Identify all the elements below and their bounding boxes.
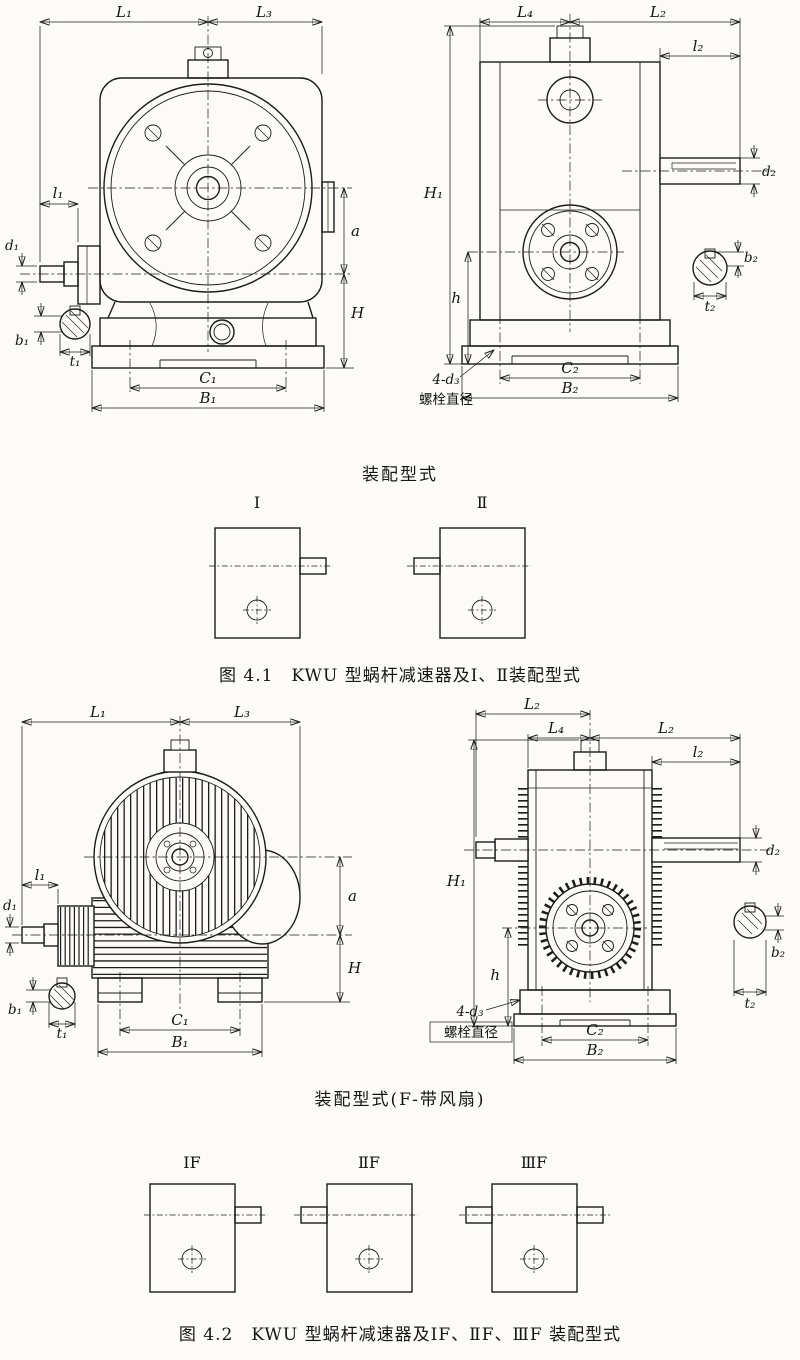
bolt-note-d3: 4-d₃ [431,372,459,388]
assembly-type-label: Ⅱ [477,493,488,512]
gearbox-body [214,527,301,639]
dim-label-H1: H₁ [423,184,443,202]
dimensions: L₂ L₄ L₂ l₂ H₁ h d₂ b₂ t₂ C₂ B₂ [429,695,785,1064]
housing-outline [461,25,741,365]
dim-label-b1: b₁ [15,333,29,349]
dim-label-a: a [351,222,360,240]
dim-label-C2: C₂ [561,359,579,377]
housing-outline [39,46,335,369]
gearbox-body [439,527,526,639]
dim-label-b1: b₁ [8,1002,22,1018]
figure-caption-4-1: 图 4.1 KWU 型蜗杆减速器及Ⅰ、Ⅱ装配型式 [218,666,581,686]
assembly-diagram-type-1F: ⅠF [144,1153,268,1293]
dimensions: L₄ L₂ l₂ H₁ h d₂ b₂ t₂ C₂ B₂ 4-d₃ 螺栓直径 [419,3,776,408]
dim-label-L1: L₁ [89,703,106,721]
assembly-type-label: ⅢF [521,1153,548,1172]
dim-label-d1: d₁ [5,238,19,254]
dim-label-t2: t₂ [745,996,756,1012]
assembly-type-label: ⅠF [183,1153,200,1172]
dimensions: L₁ L₃ l₁ d₁ a H C₁ B₁ b₁ t₁ [5,3,365,412]
shaft-section-detail [733,902,767,939]
dim-label-L1: L₁ [115,3,132,21]
assembly-diagram-type-2F: ⅡF [294,1153,418,1293]
bolt-note-d3: 4-d₃ [455,1004,483,1020]
housing-outline [475,739,741,1027]
assembly-heading-fig42: 装配型式(F-带风扇) [314,1090,486,1110]
dim-label-H: H [347,959,362,977]
dim-label-B2: B₂ [585,1041,603,1059]
dim-label-l2: l₂ [693,743,704,761]
dim-label-L3: L₃ [233,703,250,721]
shaft-stub-left [465,1206,493,1224]
dim-label-h: h [451,289,461,307]
dim-label-l1: l₁ [53,184,64,202]
dim-label-L2: L₂ [657,719,674,737]
fig42-side-view-drawing: L₂ L₄ L₂ l₂ H₁ h d₂ b₂ t₂ C₂ B₂ [429,695,785,1064]
dim-label-d2: d₂ [766,843,780,859]
dim-label-L4: L₄ [547,719,564,737]
dim-label-C2: C₂ [586,1021,604,1039]
shaft-section-detail [59,305,91,340]
assembly-diagram-type-3F: ⅢF [459,1153,611,1293]
dim-label-L4: L₄ [516,3,533,21]
centerlines [20,16,352,392]
centerlines [468,14,774,384]
dim-label-B2: B₂ [560,379,578,397]
shaft-stub [413,557,441,575]
dim-label-b2: b₂ [744,250,758,266]
dim-label-t1: t₁ [57,1026,68,1042]
assembly-diagram-type-2: Ⅱ [407,493,531,639]
centerlines [12,716,352,1036]
assembly-type-label: Ⅰ [254,493,260,512]
cover-bolts [144,124,272,252]
housing-outline [21,739,301,1003]
dim-label-B1: B₁ [170,1033,188,1051]
dim-label-C1: C₁ [171,1011,189,1029]
fig42-front-view-drawing: L₁ L₃ l₁ d₁ a H C₁ B₁ b₁ t₁ [3,703,362,1057]
dim-label-H: H [350,304,365,322]
dim-label-d1: d₁ [3,898,17,914]
fig41-front-view-drawing: L₁ L₃ l₁ d₁ a H C₁ B₁ b₁ t₁ [5,3,365,412]
fig41-side-view-drawing: L₄ L₂ l₂ H₁ h d₂ b₂ t₂ C₂ B₂ 4-d₃ 螺栓直径 [419,3,776,408]
centerlines [464,710,772,1046]
dim-label-L3: L₃ [255,3,272,21]
bolt-note-text: 螺栓直径 [444,1025,498,1041]
gearbox-body [326,1183,413,1293]
dim-label-t2: t₂ [705,299,716,315]
shaft-section-detail [48,977,76,1010]
dimensions: L₁ L₃ l₁ d₁ a H C₁ B₁ b₁ t₁ [3,703,362,1057]
dim-label-t1: t₁ [70,354,81,370]
dim-label-L2-overall: L₂ [523,695,540,713]
dim-label-d2: d₂ [762,164,776,180]
dim-label-C1: C₁ [199,369,217,387]
dim-label-h: h [490,966,500,984]
dim-label-l2: l₂ [693,37,704,55]
gearbox-body [491,1183,578,1293]
dim-label-a: a [348,887,357,905]
assembly-heading-fig41: 装配型式 [362,465,438,485]
dim-label-L2: L₂ [649,3,666,21]
assembly-type-label: ⅡF [358,1153,380,1172]
assembly-diagram-type-1: Ⅰ [209,493,333,639]
shaft-stub [300,1206,328,1224]
gearbox-body [149,1183,236,1293]
dim-label-b2: b₂ [771,945,785,961]
figure-caption-4-2: 图 4.2 KWU 型蜗杆减速器及ⅠF、ⅡF、ⅢF 装配型式 [178,1325,622,1345]
dim-label-B1: B₁ [198,389,216,407]
dim-label-H1: H₁ [446,872,466,890]
shaft-section-detail [692,248,728,286]
bolt-note-text: 螺栓直径 [419,392,473,408]
dim-label-l1: l₁ [35,866,46,884]
